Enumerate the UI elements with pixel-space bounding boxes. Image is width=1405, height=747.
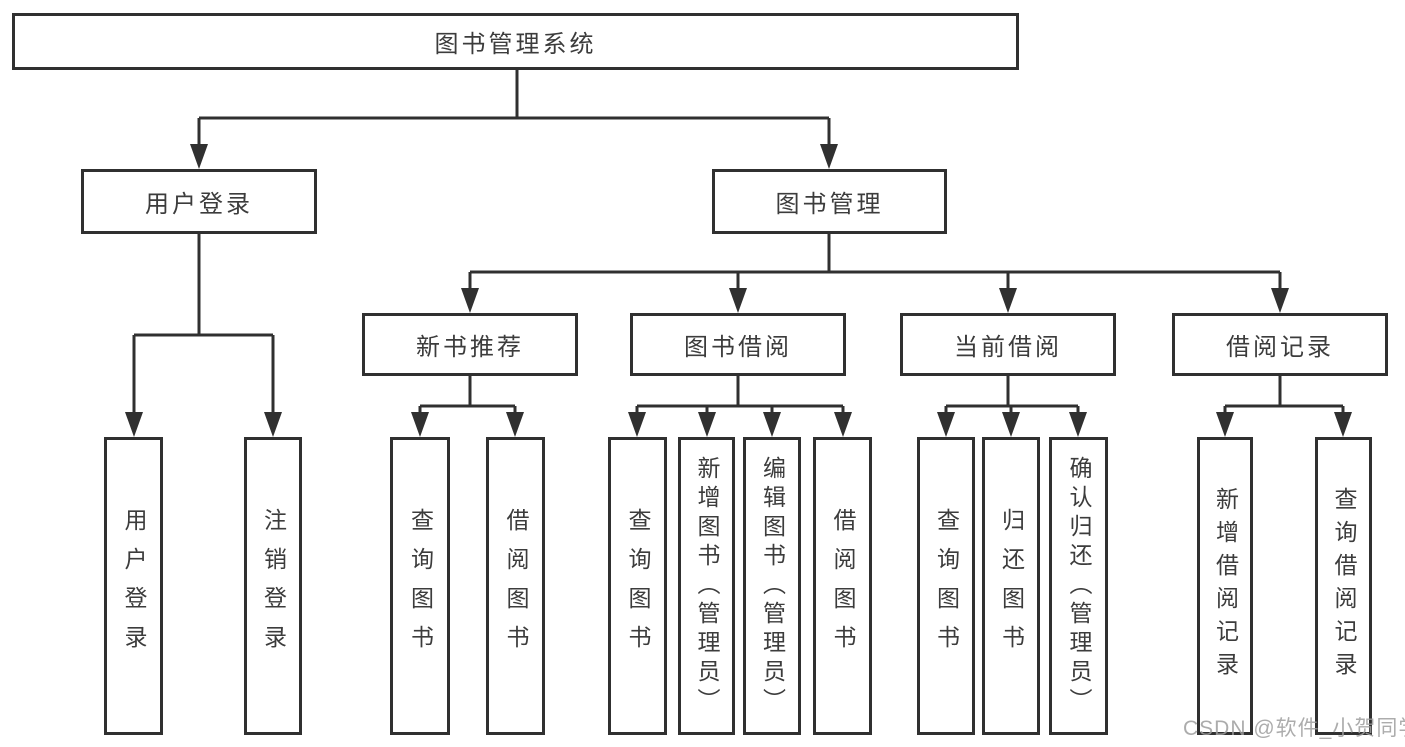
leaf-return-book-label: 归还图书 — [998, 508, 1025, 664]
leaf-user-login: 用户登录 — [104, 437, 163, 735]
node-current-borrowing: 当前借阅 — [900, 313, 1116, 376]
csdn-watermark: CSDN @软件_小贺同学 — [1183, 717, 1405, 740]
leaf-confirm-return-admin: 确认归还（管理员） — [1049, 437, 1108, 735]
leaf-add-borrow-record-label: 新增借阅记录 — [1212, 487, 1239, 685]
leaf-query-books-3-label: 查询图书 — [933, 508, 960, 664]
leaf-query-borrow-record: 查询借阅记录 — [1315, 437, 1372, 735]
leaf-borrow-books-1-label: 借阅图书 — [503, 508, 529, 664]
node-user-login-label: 用户登录 — [145, 191, 253, 218]
arrowheads — [125, 144, 1352, 437]
leaf-borrow-books-1: 借阅图书 — [486, 437, 545, 735]
leaf-return-book: 归还图书 — [982, 437, 1040, 735]
node-root: 图书管理系统 — [12, 13, 1019, 70]
leaf-edit-book-admin: 编辑图书（管理员） — [743, 437, 801, 735]
leaf-confirm-return-admin-label: 确认归还（管理员） — [1066, 455, 1092, 717]
node-borrow-records: 借阅记录 — [1172, 313, 1388, 376]
node-borrow-records-label: 借阅记录 — [1226, 334, 1334, 361]
leaf-edit-book-admin-label: 编辑图书（管理员） — [759, 455, 786, 717]
leaf-query-books-2: 查询图书 — [608, 437, 667, 735]
node-new-book-recommend: 新书推荐 — [362, 313, 578, 376]
node-book-management: 图书管理 — [712, 169, 947, 234]
leaf-borrow-books-2: 借阅图书 — [813, 437, 872, 735]
node-root-label: 图书管理系统 — [434, 31, 597, 58]
leaf-query-books-3: 查询图书 — [917, 437, 975, 735]
node-book-borrowing: 图书借阅 — [630, 313, 846, 376]
leaf-add-book-admin: 新增图书（管理员） — [678, 437, 735, 735]
leaf-user-login-label: 用户登录 — [121, 508, 147, 664]
node-book-borrowing-label: 图书借阅 — [684, 334, 792, 361]
node-book-management-label: 图书管理 — [775, 191, 884, 218]
node-current-borrowing-label: 当前借阅 — [954, 334, 1062, 361]
leaf-query-borrow-record-label: 查询借阅记录 — [1331, 487, 1357, 685]
node-user-login: 用户登录 — [81, 169, 317, 234]
leaf-query-books-1-label: 查询图书 — [407, 508, 434, 664]
leaf-logout-label: 注销登录 — [260, 508, 287, 664]
leaf-add-book-admin-label: 新增图书（管理员） — [694, 455, 720, 717]
leaf-borrow-books-2-label: 借阅图书 — [830, 508, 856, 664]
node-new-book-recommend-label: 新书推荐 — [416, 334, 524, 361]
leaf-logout: 注销登录 — [244, 437, 302, 735]
leaf-add-borrow-record: 新增借阅记录 — [1197, 437, 1253, 735]
leaf-query-books-2-label: 查询图书 — [625, 508, 651, 664]
leaf-query-books-1: 查询图书 — [390, 437, 450, 735]
